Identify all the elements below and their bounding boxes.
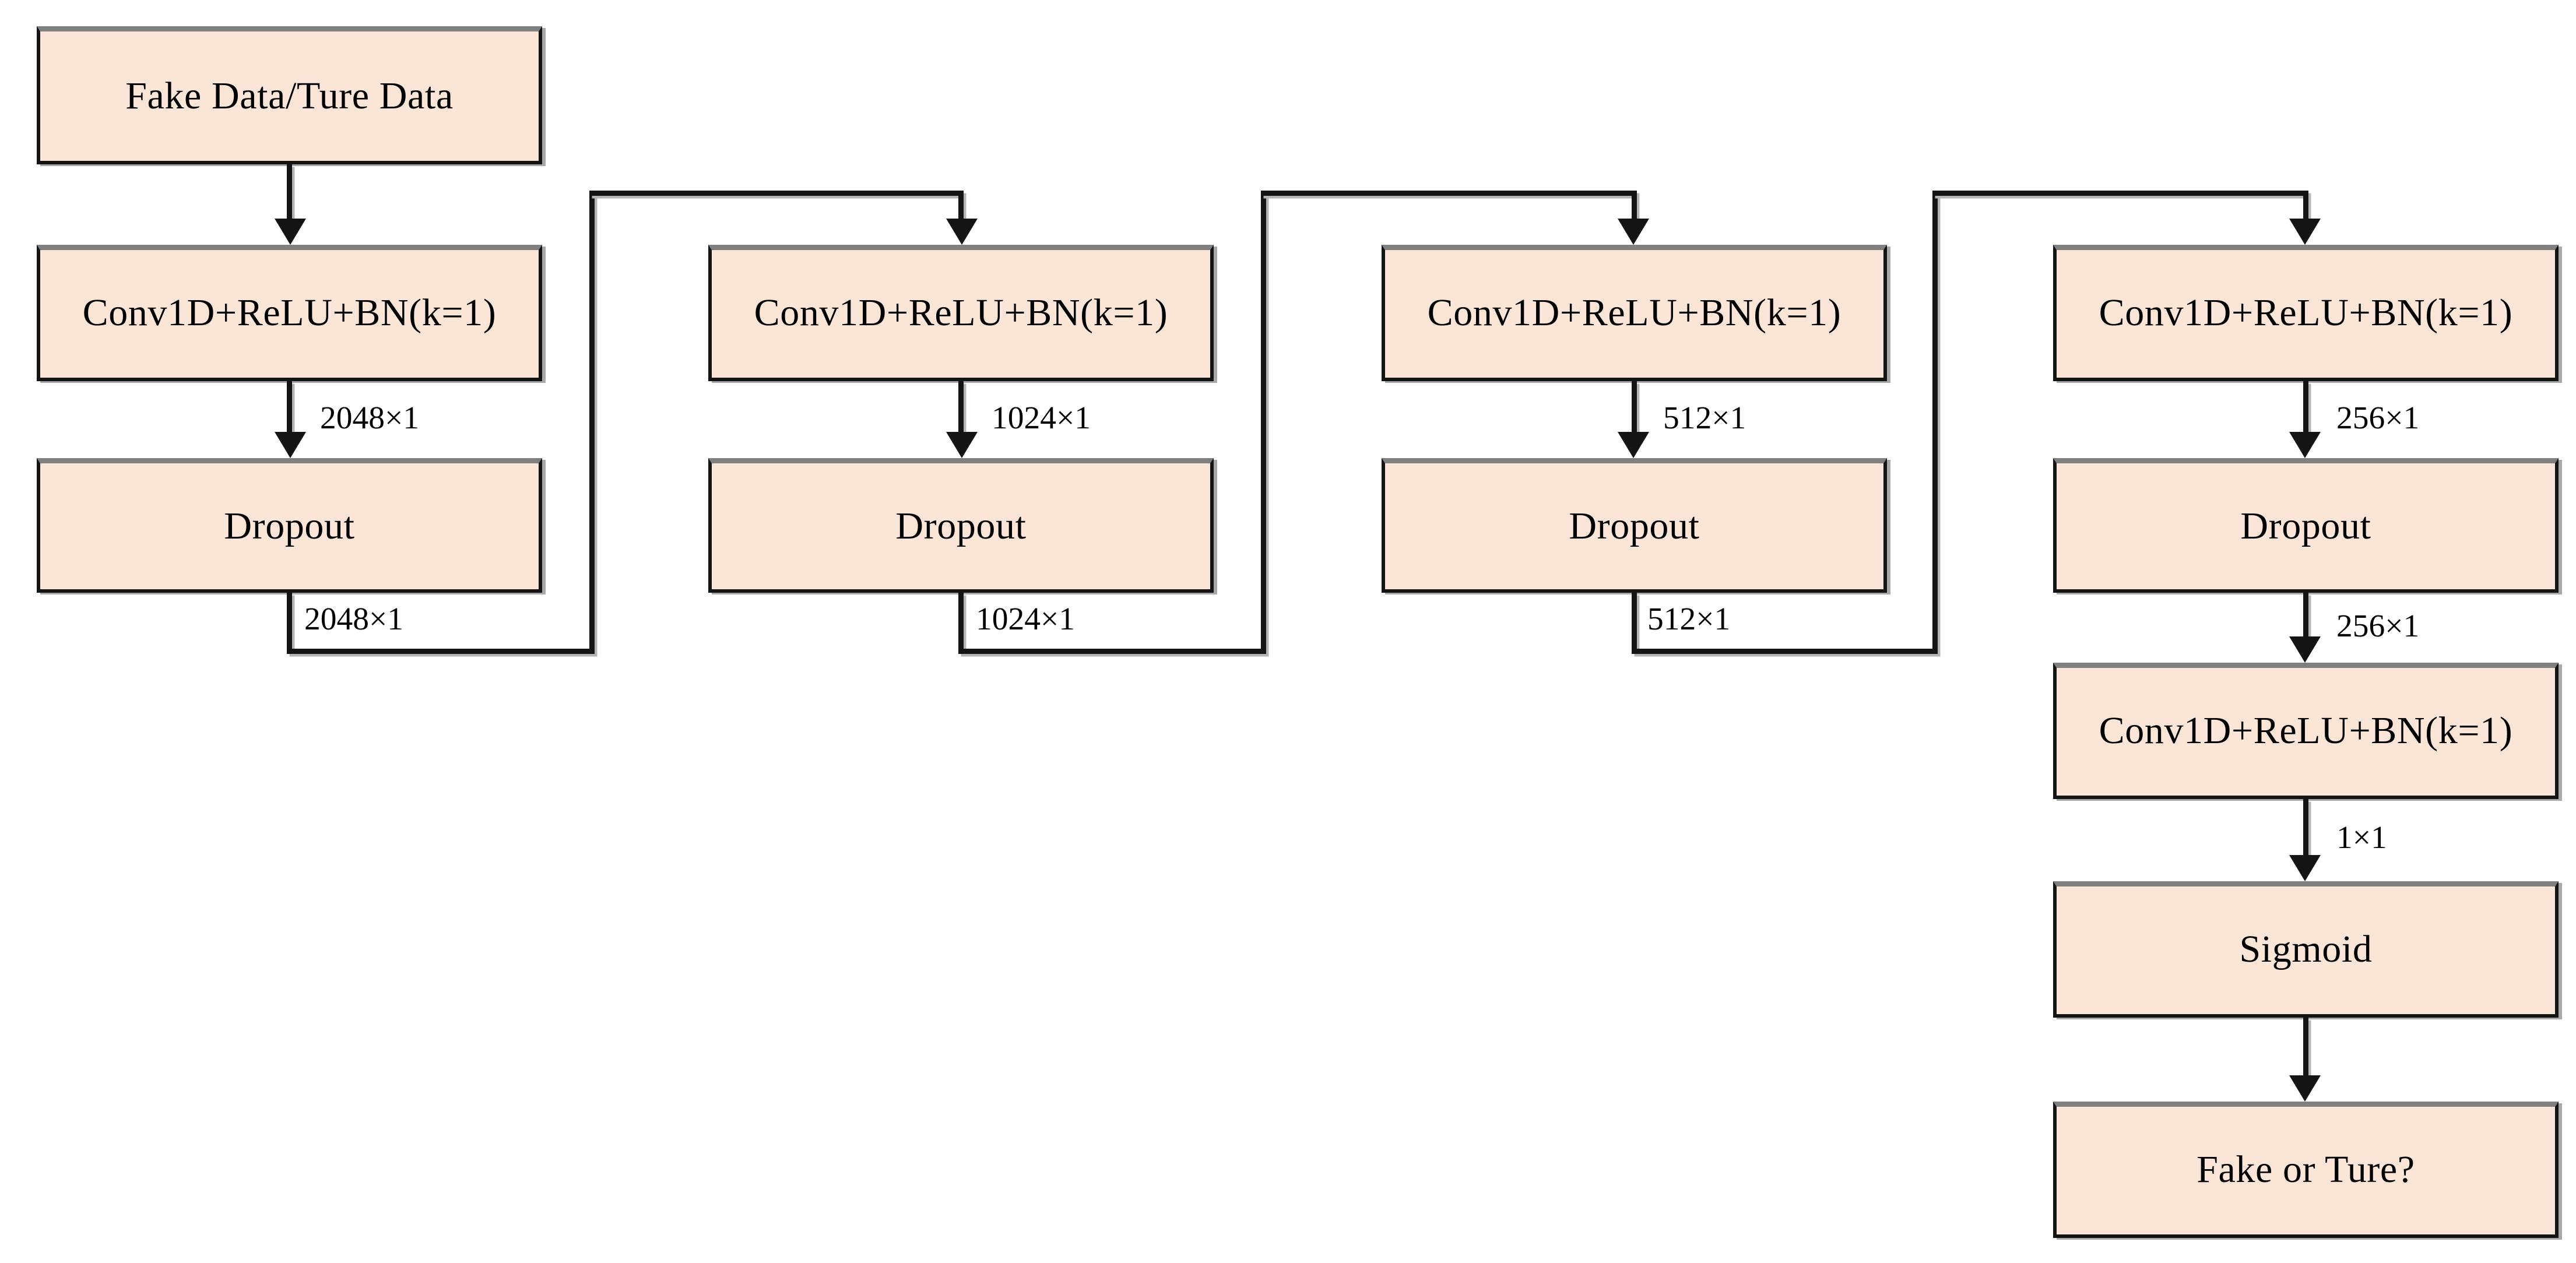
connector3-entry-line: [2303, 192, 2308, 219]
conv-block-4: Conv1D+ReLU+BN(k=1): [2053, 245, 2559, 381]
arrow-dropout4-to-conv5-head: [2290, 636, 2322, 663]
connector3-bottom-segment: [1630, 649, 1938, 654]
conv-block-1: Conv1D+ReLU+BN(k=1): [37, 245, 542, 381]
size-label-col4-out: 256×1: [2336, 610, 2420, 645]
size-label-final: 1×1: [2336, 822, 2387, 857]
conv-block-3: Conv1D+ReLU+BN(k=1): [1382, 245, 1887, 381]
arrow-conv5-to-sigmoid-head: [2290, 855, 2322, 881]
size-label-col1-mid: 2048×1: [320, 402, 420, 437]
arrow-input-to-conv1-line: [287, 164, 292, 219]
arrow-conv3-to-dropout3-head: [1618, 432, 1650, 458]
arrow-conv1-to-dropout1-line: [287, 381, 292, 432]
arrow-conv3-to-dropout3-line: [1630, 381, 1636, 432]
size-label-col1-out: 2048×1: [304, 603, 404, 638]
connector1-arrow-head: [946, 219, 978, 245]
conv-block-2: Conv1D+ReLU+BN(k=1): [708, 245, 1214, 381]
dropout-block-2: Dropout: [708, 458, 1214, 593]
connector3-down-segment: [1630, 593, 1636, 654]
arrow-conv1-to-dropout1-head: [273, 432, 305, 458]
input-data-box: Fake Data/Ture Data: [37, 26, 542, 164]
arrow-conv5-to-sigmoid-line: [2303, 799, 2308, 855]
output-decision-box: Fake or Ture?: [2053, 1102, 2559, 1238]
arrow-input-to-conv1-head: [273, 219, 305, 245]
size-label-col2-mid: 1024×1: [992, 402, 1091, 437]
size-label-col2-out: 1024×1: [976, 603, 1076, 638]
arrow-conv2-to-dropout2-head: [946, 432, 978, 458]
dropout-block-3: Dropout: [1382, 458, 1887, 593]
arrow-sigmoid-to-output-head: [2290, 1075, 2322, 1102]
connector3-riser-segment: [1932, 189, 1938, 654]
size-label-col3-mid: 512×1: [1663, 402, 1746, 437]
connector3-arrow-head: [2290, 219, 2322, 245]
dropout-block-4: Dropout: [2053, 458, 2559, 593]
connector2-down-segment: [958, 593, 964, 654]
arrow-conv4-to-dropout4-line: [2303, 381, 2308, 432]
connector1-entry-line: [958, 192, 964, 219]
connector3-top-segment: [1932, 189, 2308, 195]
conv-block-5: Conv1D+ReLU+BN(k=1): [2053, 663, 2559, 799]
dropout-block-1: Dropout: [37, 458, 542, 593]
arrow-conv4-to-dropout4-head: [2290, 432, 2322, 458]
connector1-down-segment: [287, 593, 292, 654]
connector2-bottom-segment: [958, 649, 1266, 654]
arrow-conv2-to-dropout2-line: [958, 381, 964, 432]
sigmoid-block: Sigmoid: [2053, 881, 2559, 1018]
connector1-bottom-segment: [287, 649, 594, 654]
arrow-dropout4-to-conv5-line: [2303, 593, 2308, 636]
connector2-top-segment: [1260, 189, 1636, 195]
arrow-sigmoid-to-output-line: [2303, 1018, 2308, 1075]
connector2-entry-line: [1630, 192, 1636, 219]
size-label-col4-mid: 256×1: [2336, 402, 2420, 437]
connector1-riser-segment: [588, 189, 594, 654]
connector2-riser-segment: [1260, 189, 1266, 654]
connector2-arrow-head: [1618, 219, 1650, 245]
size-label-col3-out: 512×1: [1647, 603, 1731, 638]
connector1-top-segment: [588, 189, 964, 195]
